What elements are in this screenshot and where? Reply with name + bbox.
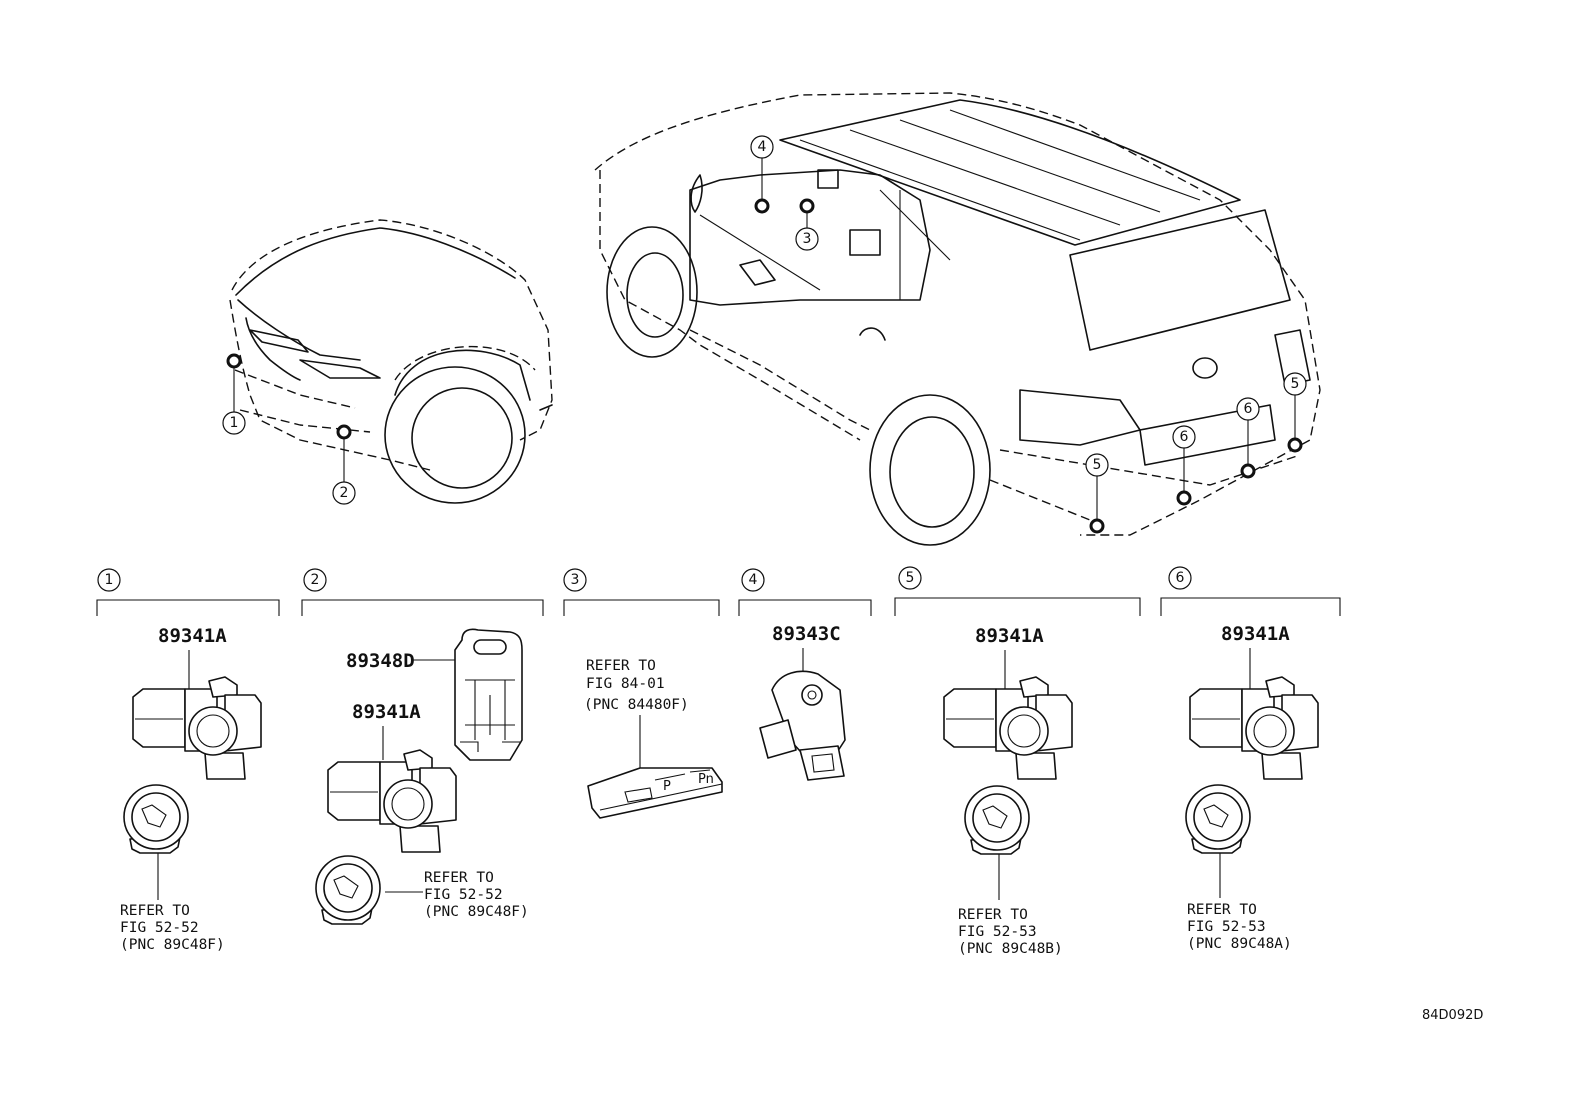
svg-text:REFER TO: REFER TO [1187,902,1257,918]
part-group-5: 89341A REFER TO FIG 52-53 (PNC 89C48B) [943,625,1073,957]
location-leaders [233,158,1296,520]
section-header-3: 3 [563,568,720,616]
svg-text:(PNC 89C48F): (PNC 89C48F) [120,937,225,953]
svg-text:2: 2 [340,485,349,501]
diagram-code: 84D092D [1422,1008,1483,1023]
section-header-6: 6 [1160,566,1341,616]
callout-loc-5a: 5 [1085,453,1109,477]
svg-text:4: 4 [749,572,758,588]
callout-loc-3: 3 [795,227,819,251]
svg-text:FIG 52-53: FIG 52-53 [958,924,1037,940]
svg-text:REFER TO: REFER TO [586,658,656,674]
part-number-1: 89341A [158,625,227,647]
sensor-retainer-1 [123,784,189,854]
svg-text:6: 6 [1180,429,1189,445]
svg-text:P: P [663,779,671,794]
section-header-2: 2 [301,568,544,616]
sensor-bracket-2 [454,628,523,761]
section-header-4: 4 [738,568,872,616]
section-header-1: 1 [96,568,280,616]
svg-text:(PNC 89C48A): (PNC 89C48A) [1187,936,1292,952]
svg-text:FIG 52-52: FIG 52-52 [120,920,199,936]
part-group-2: 89348D 89341A REFER TO FIG 52-52 (PNC 89… [315,628,529,925]
sensor-4 [759,670,846,781]
part-group-6: 89341A REFER TO FIG 52-53 (PNC 89C48A) [1185,623,1319,952]
callout-loc-2: 2 [332,481,356,505]
callout-loc-4: 4 [750,135,774,159]
svg-text:(PNC 84480F): (PNC 84480F) [584,697,689,713]
callout-loc-5b: 5 [1283,372,1307,396]
switch-panel-3: P Pn [587,767,723,819]
svg-text:REFER TO: REFER TO [424,870,494,886]
ultrasonic-sensor-5 [943,676,1073,780]
svg-text:REFER TO: REFER TO [958,907,1028,923]
part-number-6: 89341A [1221,623,1290,645]
svg-text:5: 5 [906,570,915,586]
ultrasonic-sensor-2 [327,749,457,853]
svg-text:4: 4 [758,139,767,155]
svg-text:(PNC 89C48F): (PNC 89C48F) [424,904,529,920]
sensor-retainer-5 [964,785,1030,855]
svg-text:2: 2 [311,572,320,588]
svg-text:6: 6 [1244,401,1253,417]
part-number-5: 89341A [975,625,1044,647]
svg-text:3: 3 [803,231,812,247]
callout-loc-6a: 6 [1172,425,1196,449]
part-group-4: 89343C [759,623,846,781]
callout-loc-1: 1 [222,411,246,435]
sensor-retainer-2 [315,855,381,925]
part-number-2a: 89348D [346,650,415,672]
section-header-5: 5 [894,566,1141,616]
location-markers [226,198,1303,534]
part-number-4: 89343C [772,623,841,645]
ultrasonic-sensor-1 [132,676,262,780]
sensor-retainer-6 [1185,784,1251,854]
svg-text:1: 1 [230,415,239,431]
part-number-2b: 89341A [352,701,421,723]
rear-suv-illustration [594,92,1321,546]
part-group-1: 89341A REFER TO FIG 52-52 (PNC 89C48F) [120,625,262,953]
svg-text:5: 5 [1291,376,1300,392]
svg-text:1: 1 [105,572,114,588]
front-car-illustration [229,219,553,504]
part-group-3: REFER TO FIG 84-01 (PNC 84480F) P Pn [584,658,723,819]
svg-text:FIG 52-53: FIG 52-53 [1187,919,1266,935]
svg-text:FIG 52-52: FIG 52-52 [424,887,503,903]
svg-text:REFER TO: REFER TO [120,903,190,919]
svg-text:FIG 84-01: FIG 84-01 [586,676,665,692]
svg-text:6: 6 [1176,570,1185,586]
svg-text:Pn: Pn [698,772,714,787]
svg-text:5: 5 [1093,457,1102,473]
svg-text:(PNC 89C48B): (PNC 89C48B) [958,941,1063,957]
callout-loc-6b: 6 [1236,397,1260,421]
svg-text:3: 3 [571,572,580,588]
ultrasonic-sensor-6 [1189,676,1319,780]
